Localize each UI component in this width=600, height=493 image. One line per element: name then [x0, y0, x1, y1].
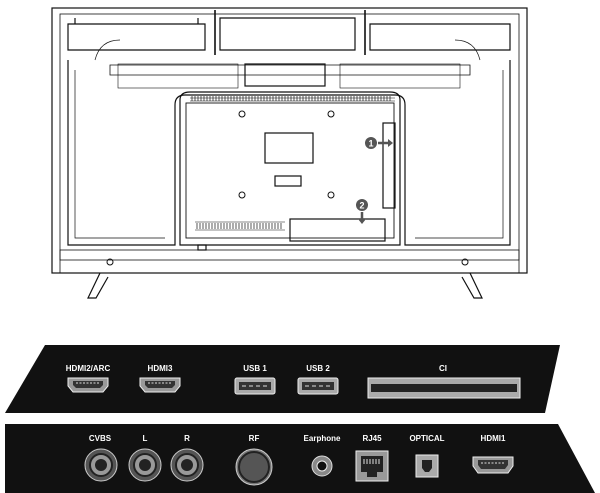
- tv-inner-frame: [59, 13, 520, 261]
- hdmi-port-icon: [67, 377, 109, 393]
- usb-port-icon: [234, 377, 276, 395]
- rca-jack-icon: [170, 448, 204, 482]
- bottom-port-bay: [289, 218, 386, 242]
- ethernet-port-icon: [355, 450, 389, 482]
- rca-jack-icon: [128, 448, 162, 482]
- side-port-bay: [382, 122, 396, 209]
- port-label-rf: RF: [248, 434, 260, 443]
- label-plate: [264, 132, 314, 164]
- callout-2: 2: [356, 199, 368, 224]
- rear-connector-panel: CVBS L R RF Earphone RJ45 OPTICAL HDMI1: [0, 424, 600, 493]
- earphone-jack-icon: [311, 455, 333, 477]
- usb-port-icon: [297, 377, 339, 395]
- left-side-rail: [67, 60, 511, 246]
- port-label-cvbs: CVBS: [88, 434, 112, 443]
- port-label-ci: CI: [439, 364, 447, 373]
- top-left-rib: [67, 23, 206, 51]
- top-center-rib: [219, 17, 356, 51]
- port-label-optical: OPTICAL: [409, 434, 445, 443]
- port-label-hdmi3: HDMI3: [147, 364, 173, 373]
- port-label-usb1: USB 1: [243, 364, 267, 373]
- port-label-usb2: USB 2: [306, 364, 330, 373]
- callout-2-number: 2: [359, 201, 364, 211]
- hdmi-port-icon: [472, 456, 514, 474]
- port-label-r: R: [184, 434, 190, 443]
- rf-connector-icon: [235, 448, 273, 486]
- rca-jack-icon: [84, 448, 118, 482]
- ci-slot-icon: [367, 377, 521, 399]
- callout-1: 1: [365, 137, 393, 149]
- top-right-rib: [369, 23, 511, 51]
- right-stand: [461, 272, 483, 299]
- side-connector-panel: HDMI2/ARC HDMI3 USB 1 USB 2 CI: [0, 345, 600, 413]
- port-label-hdmi1: HDMI1: [480, 434, 506, 443]
- central-back-panel: [179, 91, 401, 246]
- callout-1-number: 1: [368, 139, 373, 149]
- tv-rear-view-drawing: 1 2: [51, 7, 528, 299]
- port-label-hdmi2-arc: HDMI2/ARC: [65, 364, 111, 373]
- port-label-earphone: Earphone: [303, 434, 341, 443]
- left-stand: [87, 272, 109, 299]
- port-label-rj45: RJ45: [362, 434, 382, 443]
- hdmi-port-icon: [139, 377, 181, 393]
- port-label-l: L: [142, 434, 148, 443]
- optical-port-icon: [415, 454, 439, 478]
